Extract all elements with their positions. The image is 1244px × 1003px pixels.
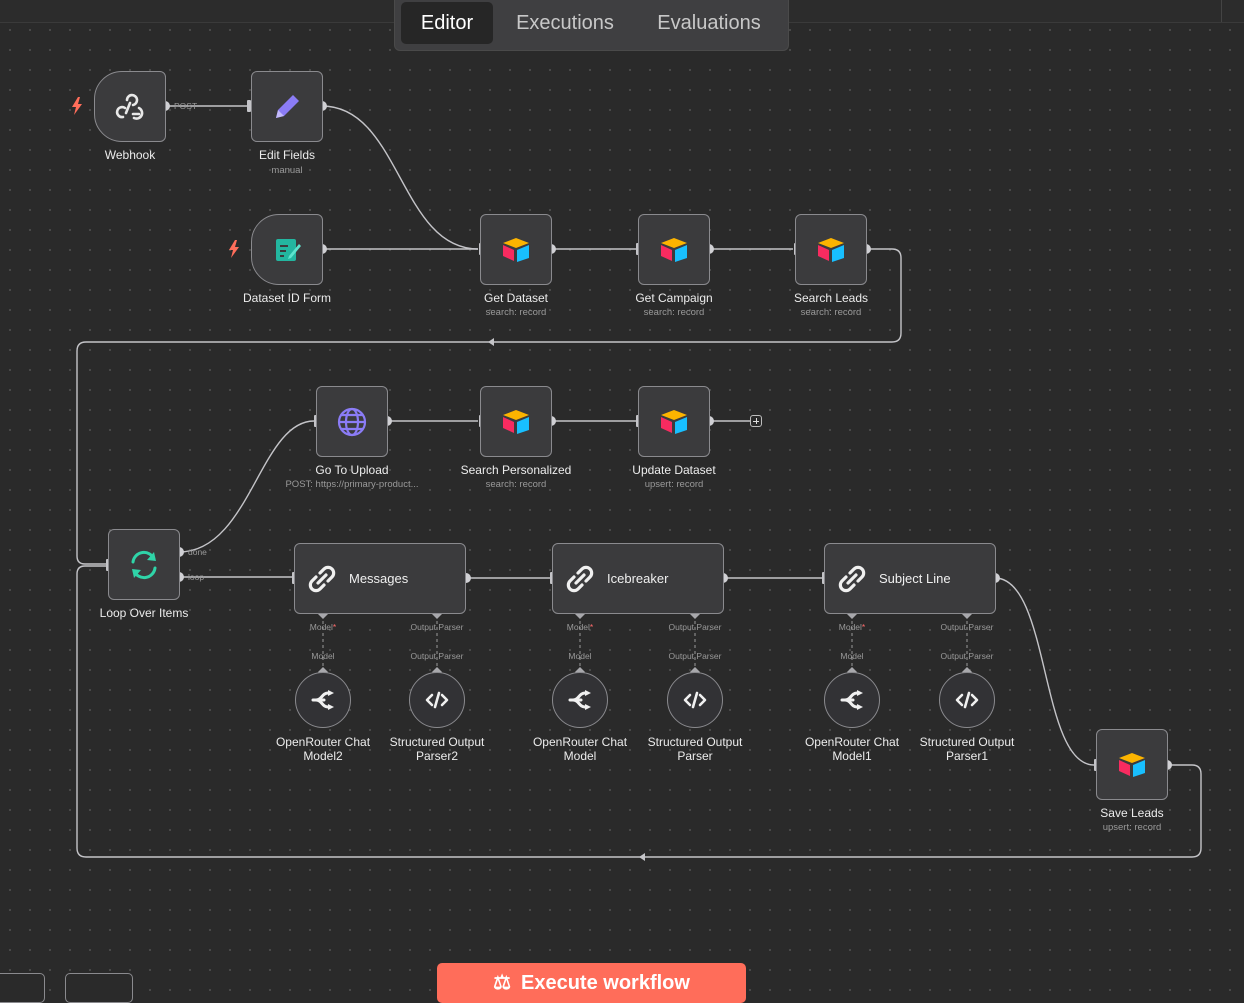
node-messages[interactable]: Messages [294,543,466,614]
node-edit-fields-subtitle: manual [271,165,303,176]
node-get-campaign[interactable] [638,214,710,285]
node-search-leads-title: Search Leads [793,291,869,305]
sub-port-label-output-parser: Output Parser [940,651,994,661]
globe-icon [337,407,367,436]
node-get-dataset-subtitle: search: record [485,307,547,318]
node-update-dataset[interactable] [638,386,710,457]
node-get-campaign-title: Get Campaign [635,291,713,305]
zoom-to-fit-button[interactable] [0,973,45,1003]
node-search-leads[interactable] [795,214,867,285]
node-openrouter-chat-model1-title: OpenRouter Chat Model1 [804,735,900,763]
airtable-icon [1119,752,1145,777]
node-messages-title: Messages [349,571,409,586]
node-openrouter-chat-model-title: OpenRouter Chat Model [532,735,628,763]
execute-workflow-label: Execute workflow [521,972,690,994]
chain-link-icon [308,565,336,592]
node-dataset-id-form-title: Dataset ID Form [242,291,332,305]
trigger-bolt-icon [229,240,239,258]
openrouter-icon [568,690,591,710]
tab-editor[interactable]: Editor [401,2,493,44]
wire-editfields-getdataset [321,105,479,250]
node-subject-line[interactable]: Subject Line [824,543,996,614]
zoom-controls-button[interactable] [65,973,133,1003]
node-get-dataset[interactable] [480,214,552,285]
node-edit-fields[interactable] [251,71,323,142]
node-icebreaker[interactable]: Icebreaker [552,543,724,614]
node-search-personalized[interactable] [480,386,552,457]
node-webhook[interactable] [94,71,166,142]
openrouter-icon [311,690,334,710]
pencil-icon [276,94,299,118]
airtable-icon [503,409,529,434]
code-icon [683,691,707,709]
port-label-loop: loop [188,572,205,582]
add-node-plus-button[interactable] [750,415,762,427]
trigger-bolt-icon [72,97,82,115]
top-bar-divider [1221,0,1222,22]
node-search-personalized-subtitle: search: record [485,479,547,490]
port-label-model: Model* [566,622,594,632]
node-webhook-title: Webhook [104,148,156,162]
code-icon [955,691,979,709]
form-icon [276,238,301,261]
sub-port-label-output-parser: Output Parser [668,651,722,661]
node-save-leads[interactable] [1096,729,1168,800]
sub-port-label-output-parser: Output Parser [410,651,464,661]
flask-icon: ⚖ [493,972,511,994]
wire-subjectline-saveleads [994,577,1095,766]
node-search-leads-subtitle: search: record [800,307,862,318]
node-openrouter-chat-model2[interactable] [295,672,351,728]
node-search-personalized-title: Search Personalized [460,463,572,477]
node-go-to-upload-subtitle: POST: https://primary-product... [285,479,419,490]
chain-link-icon [566,565,594,592]
port-label-model: Model* [838,622,866,632]
node-openrouter-chat-model2-title: OpenRouter Chat Model2 [275,735,371,763]
node-structured-output-parser2[interactable] [409,672,465,728]
node-structured-output-parser1-title: Structured Output Parser1 [919,735,1015,763]
node-dataset-id-form[interactable] [251,214,323,285]
node-update-dataset-subtitle: upsert: record [644,479,704,490]
node-edit-fields-title: Edit Fields [258,148,316,162]
sub-port-label-model: Model [311,651,335,661]
tab-evaluations[interactable]: Evaluations [657,12,761,34]
node-openrouter-chat-model1[interactable] [824,672,880,728]
node-structured-output-parser[interactable] [667,672,723,728]
execute-workflow-button[interactable]: ⚖ Execute workflow [437,963,746,1003]
openrouter-icon [840,690,863,710]
node-structured-output-parser-title: Structured Output Parser [647,735,743,763]
node-update-dataset-title: Update Dataset [632,463,716,477]
node-get-dataset-title: Get Dataset [483,291,549,305]
node-loop-over-items-title: Loop Over Items [99,606,189,620]
loop-icon [131,550,157,579]
node-get-campaign-subtitle: search: record [643,307,705,318]
node-openrouter-chat-model[interactable] [552,672,608,728]
node-loop-over-items[interactable] [108,529,180,600]
node-icebreaker-title: Icebreaker [607,571,669,586]
chain-link-icon [838,565,866,592]
code-icon [425,691,449,709]
node-save-leads-subtitle: upsert: record [1102,822,1162,833]
port-label-done: done [188,547,207,557]
node-go-to-upload-title: Go To Upload [315,463,389,477]
sub-port-label-model: Model [568,651,592,661]
tab-executions[interactable]: Executions [516,12,614,34]
node-structured-output-parser1[interactable] [939,672,995,728]
node-structured-output-parser2-title: Structured Output Parser2 [389,735,485,763]
node-go-to-upload[interactable] [316,386,388,457]
airtable-icon [503,237,529,262]
sub-port-label-model: Model [840,651,864,661]
port-label-model: Model* [309,622,337,632]
airtable-icon [661,409,687,434]
node-save-leads-title: Save Leads [1100,806,1164,820]
port-label-post: POST [174,101,198,111]
port-label-output-parser: Output Parser [940,622,994,632]
wire-loopdone-gotoupload [178,420,315,553]
airtable-icon [818,237,844,262]
webhook-icon [115,93,144,120]
view-tabs: Editor Executions Evaluations [394,0,789,51]
port-label-output-parser: Output Parser [668,622,722,632]
node-subject-line-title: Subject Line [879,571,951,586]
port-label-output-parser: Output Parser [410,622,464,632]
airtable-icon [661,237,687,262]
